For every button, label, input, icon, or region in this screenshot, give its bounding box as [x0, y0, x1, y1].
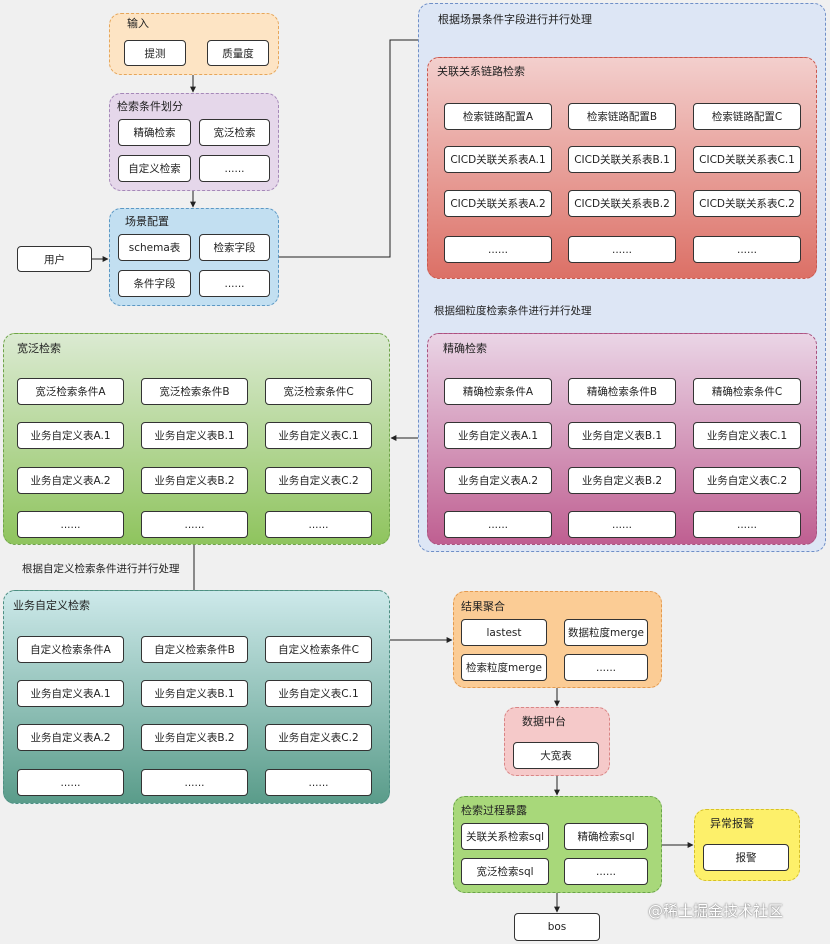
chain-node-c3-r2: CICD关联关系表C.1 [693, 146, 801, 173]
custom-parallel-label: 根据自定义检索条件进行并行处理 [22, 563, 180, 575]
chain-node-c2-r1: 检索链路配置B [568, 103, 676, 130]
exact-node-c1-r2: 业务自定义表A.1 [444, 422, 552, 449]
exact-node-c1-r3: 业务自定义表A.2 [444, 467, 552, 494]
broad-node-c3-r2: 业务自定义表C.1 [265, 422, 372, 449]
condition-split-title: 检索条件划分 [117, 100, 183, 113]
chain-node-c1-r4: ...... [444, 236, 552, 263]
condition-broad-node: 宽泛检索 [199, 119, 270, 146]
exact-retrieval-title: 精确检索 [443, 342, 487, 355]
scene-search-field-node: 检索字段 [199, 234, 270, 261]
exact-node-c1-r4: ...... [444, 511, 552, 538]
exact-node-c2-r1: 精确检索条件B [568, 378, 676, 405]
custom-node-c2-r3: 业务自定义表B.2 [141, 724, 248, 751]
fine-grained-label: 根据细粒度检索条件进行并行处理 [434, 305, 592, 317]
condition-custom-node: 自定义检索 [118, 155, 191, 182]
exact-node-c3-r1: 精确检索条件C [693, 378, 801, 405]
search-exposure-title: 检索过程暴露 [461, 804, 527, 817]
exposure-more-node: ...... [564, 858, 648, 885]
custom-node-c3-r1: 自定义检索条件C [265, 636, 372, 663]
chain-node-c1-r1: 检索链路配置A [444, 103, 552, 130]
broad-retrieval-title: 宽泛检索 [17, 342, 61, 355]
exact-node-c3-r4: ...... [693, 511, 801, 538]
exposure-relation-sql-node: 关联关系检索sql [461, 823, 549, 850]
condition-more-node: ...... [199, 155, 270, 182]
exact-node-c1-r1: 精确检索条件A [444, 378, 552, 405]
exact-node-c3-r2: 业务自定义表C.1 [693, 422, 801, 449]
quality-node: 质量度 [207, 40, 269, 66]
watermark: @稀土掘金技术社区 [648, 902, 784, 920]
exact-node-c2-r2: 业务自定义表B.1 [568, 422, 676, 449]
data-platform-title: 数据中台 [522, 715, 566, 728]
broad-node-c2-r4: ...... [141, 511, 248, 538]
custom-retrieval-title: 业务自定义检索 [13, 599, 90, 612]
chain-node-c2-r3: CICD关联关系表B.2 [568, 190, 676, 217]
custom-node-c1-r1: 自定义检索条件A [17, 636, 124, 663]
broad-node-c1-r2: 业务自定义表A.1 [17, 422, 124, 449]
chain-node-c3-r3: CICD关联关系表C.2 [693, 190, 801, 217]
wide-table-node: 大宽表 [513, 742, 599, 769]
exposure-exact-sql-node: 精确检索sql [564, 823, 648, 850]
exposure-broad-sql-node: 宽泛检索sql [461, 858, 549, 885]
chain-node-c2-r2: CICD关联关系表B.1 [568, 146, 676, 173]
alarm-node: 报警 [703, 844, 789, 871]
chain-node-c2-r4: ...... [568, 236, 676, 263]
custom-node-c2-r2: 业务自定义表B.1 [141, 680, 248, 707]
scene-config-title: 场景配置 [125, 215, 169, 228]
parallel-scene-label: 根据场景条件字段进行并行处理 [438, 13, 592, 26]
custom-node-c1-r4: ...... [17, 769, 124, 796]
agg-lastest-node: lastest [461, 619, 547, 646]
exact-node-c2-r4: ...... [568, 511, 676, 538]
exact-node-c3-r3: 业务自定义表C.2 [693, 467, 801, 494]
chain-node-c1-r3: CICD关联关系表A.2 [444, 190, 552, 217]
condition-exact-node: 精确检索 [118, 119, 191, 146]
agg-data-merge-node: 数据粒度merge [564, 619, 648, 646]
chain-node-c1-r2: CICD关联关系表A.1 [444, 146, 552, 173]
user-node: 用户 [17, 246, 92, 272]
custom-node-c3-r2: 业务自定义表C.1 [265, 680, 372, 707]
result-aggregation-title: 结果聚合 [461, 600, 505, 613]
broad-node-c1-r4: ...... [17, 511, 124, 538]
chain-retrieval-title: 关联关系链路检索 [437, 65, 525, 78]
broad-node-c3-r3: 业务自定义表C.2 [265, 467, 372, 494]
bos-node: bos [514, 913, 600, 941]
broad-node-c1-r1: 宽泛检索条件A [17, 378, 124, 405]
custom-node-c1-r2: 业务自定义表A.1 [17, 680, 124, 707]
broad-node-c2-r1: 宽泛检索条件B [141, 378, 248, 405]
agg-more-node: ...... [564, 654, 648, 681]
exact-node-c2-r3: 业务自定义表B.2 [568, 467, 676, 494]
broad-node-c1-r3: 业务自定义表A.2 [17, 467, 124, 494]
input-title: 输入 [127, 17, 149, 30]
broad-node-c2-r2: 业务自定义表B.1 [141, 422, 248, 449]
scene-more-node: ...... [199, 270, 270, 297]
custom-node-c2-r4: ...... [141, 769, 248, 796]
agg-search-merge-node: 检索粒度merge [461, 654, 547, 681]
chain-node-c3-r4: ...... [693, 236, 801, 263]
custom-node-c2-r1: 自定义检索条件B [141, 636, 248, 663]
custom-node-c3-r3: 业务自定义表C.2 [265, 724, 372, 751]
alarm-title: 异常报警 [710, 817, 754, 830]
chain-node-c3-r1: 检索链路配置C [693, 103, 801, 130]
broad-node-c3-r1: 宽泛检索条件C [265, 378, 372, 405]
custom-node-c1-r3: 业务自定义表A.2 [17, 724, 124, 751]
broad-node-c2-r3: 业务自定义表B.2 [141, 467, 248, 494]
probe-node: 提测 [124, 40, 186, 66]
custom-node-c3-r4: ...... [265, 769, 372, 796]
scene-condition-field-node: 条件字段 [118, 270, 191, 297]
broad-node-c3-r4: ...... [265, 511, 372, 538]
scene-schema-node: schema表 [118, 234, 191, 261]
